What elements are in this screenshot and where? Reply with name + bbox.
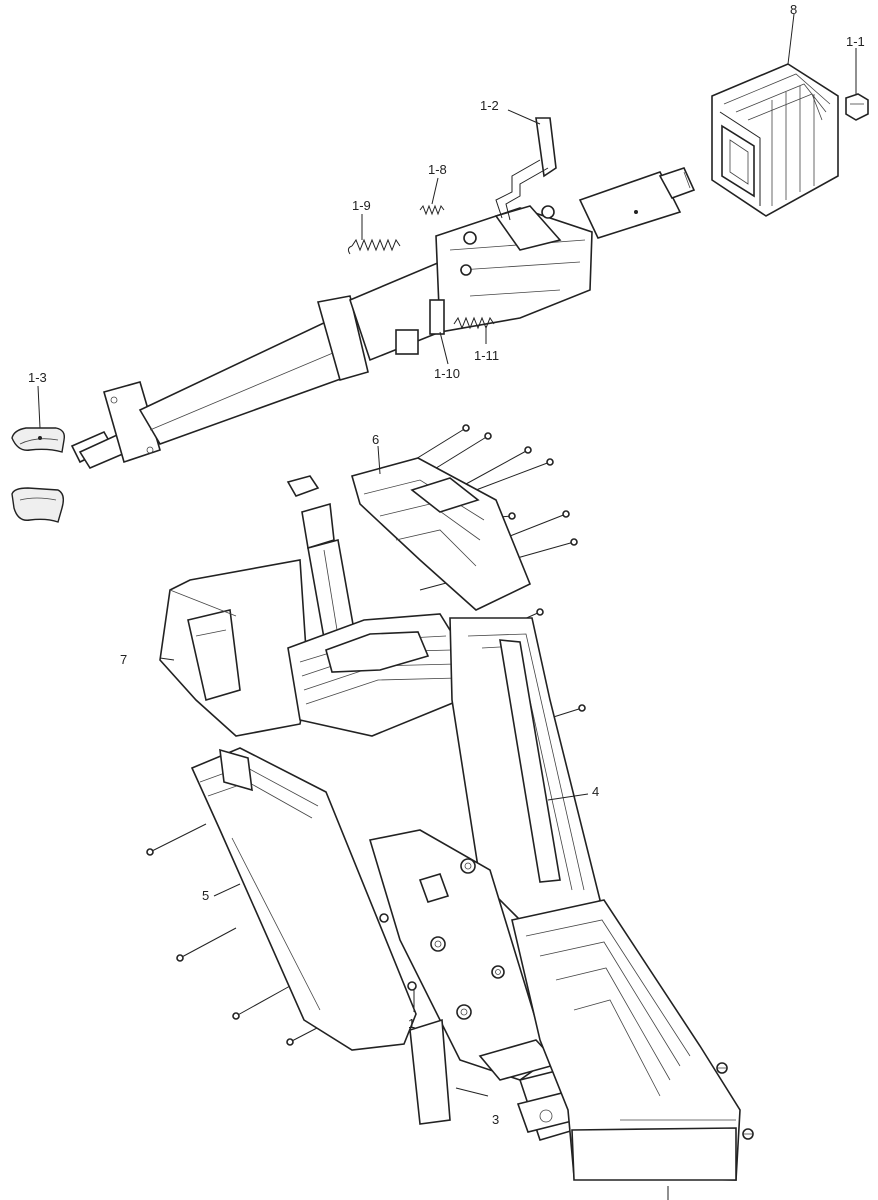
part-1-column-housing [409,899,741,1181]
label-part-8: 8 [790,2,797,17]
label-part-1-1: 1-1 [846,34,865,49]
label-part-1-2: 1-2 [480,98,499,113]
label-part-3: 3 [492,1112,499,1127]
part-1-1-nut [845,93,869,121]
part-6-upper-shroud [351,457,532,611]
part-5-left-cover [190,747,417,1051]
label-part-5: 5 [202,888,209,903]
part-1-3-bushings [11,427,66,523]
part-3-lower-shaft [478,1039,578,1141]
label-part-1: 1 [408,1016,415,1031]
part-7-lower-shroud [159,559,309,737]
part-4-right-cover [449,617,601,921]
label-part-1-8: 1-8 [428,162,447,177]
label-part-1-9: 1-9 [352,198,371,213]
callout-labels: 8 1-1 1-2 1-8 1-9 1-10 1-11 1-3 6 7 4 5 … [28,2,865,1127]
part-bearing-ring [287,613,467,737]
label-part-4: 4 [592,784,599,799]
leader-lines [37,13,857,1200]
label-part-1-3: 1-3 [28,370,47,385]
label-part-7: 7 [120,652,127,667]
part-main-bracket [368,829,549,1081]
label-part-1-11: 1-11 [474,348,499,363]
part-1-steering-column-upper [70,117,696,470]
part-8-bellows-boot [711,63,839,217]
label-part-1-10: 1-10 [434,366,460,381]
label-part-6: 6 [372,432,379,447]
